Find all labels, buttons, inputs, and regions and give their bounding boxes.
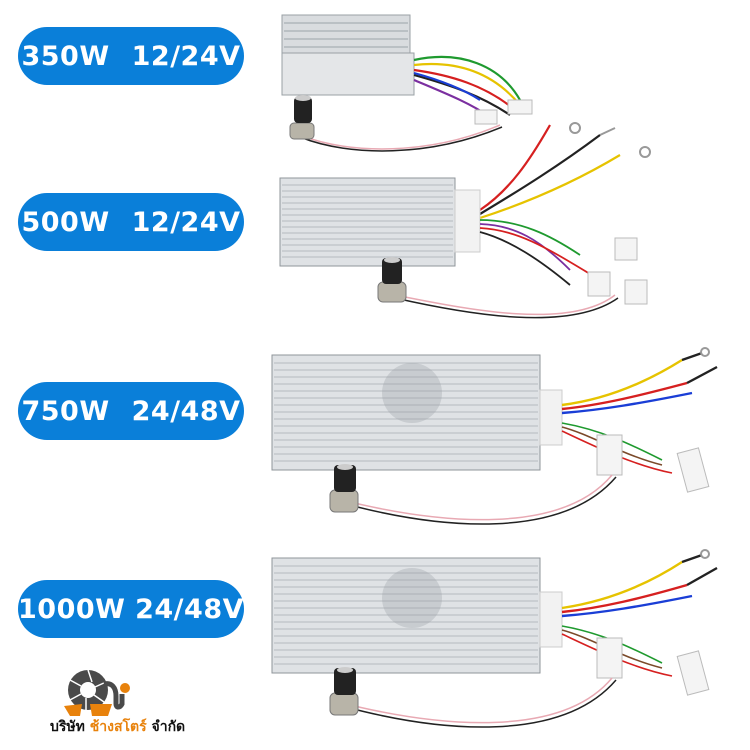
company-brand: ช้างสโตร์ bbox=[89, 719, 147, 735]
controller-image-750w bbox=[271, 347, 718, 525]
voltage-label: 24/48V bbox=[135, 593, 244, 625]
controller-image-500w bbox=[279, 122, 651, 319]
elephant-shutter-logo-icon bbox=[64, 669, 130, 716]
controller-image-350w bbox=[281, 14, 533, 152]
power-label: 500W bbox=[21, 206, 110, 238]
power-label: 750W bbox=[21, 395, 110, 427]
voltage-label: 12/24V bbox=[131, 40, 241, 72]
voltage-label: 12/24V bbox=[131, 206, 241, 238]
company-suffix: จำกัด bbox=[151, 719, 186, 735]
voltage-label: 24/48V bbox=[131, 395, 241, 427]
label-350w: 350W 12/24V bbox=[18, 27, 244, 85]
label-1000w: 1000W 24/48V bbox=[18, 580, 244, 638]
watermark-logo-icon bbox=[382, 568, 442, 628]
company-prefix: บริษัท bbox=[50, 719, 85, 735]
watermark-logo-icon bbox=[382, 363, 442, 423]
controller-image-1000w bbox=[271, 549, 718, 728]
company-name: บริษัท ช้างสโตร์ จำกัด bbox=[50, 716, 200, 738]
power-label: 350W bbox=[21, 40, 110, 72]
label-750w: 750W 24/48V bbox=[18, 382, 244, 440]
power-label: 1000W bbox=[18, 593, 126, 625]
label-500w: 500W 12/24V bbox=[18, 193, 244, 251]
